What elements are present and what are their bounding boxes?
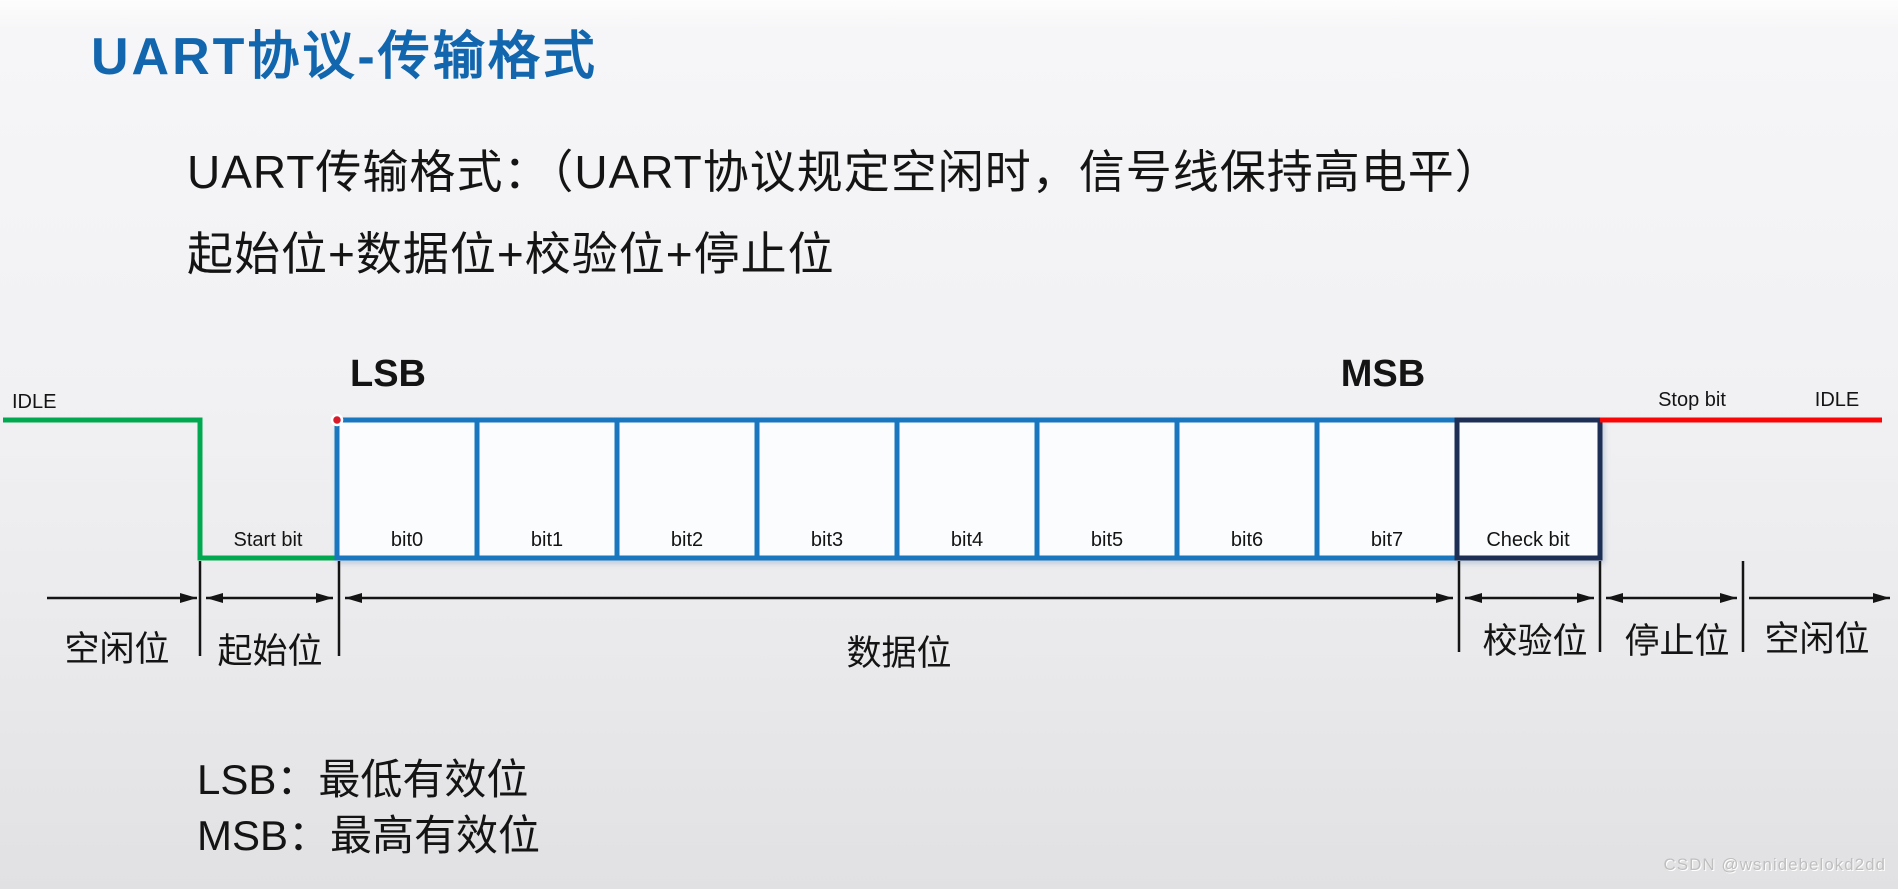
abbreviation-notes: LSB：最低有效位 MSB：最高有效位 [197, 752, 540, 864]
bit-label: bit5 [1091, 529, 1123, 551]
data-bit-box-5 [1034, 417, 1180, 561]
idle-start-signal-line [3, 417, 337, 561]
span-label-start: 起始位 [217, 632, 322, 671]
span-label-idle-right: 空闲位 [1764, 620, 1869, 659]
lsb-label: LSB [350, 353, 426, 395]
pointer-dot-marker [330, 413, 344, 427]
msb-label: MSB [1341, 353, 1425, 395]
frame-composition-text: 起始位+数据位+校验位+停止位 [187, 228, 835, 280]
idle-left-label: IDLE [12, 391, 56, 413]
data-bit-box-1 [474, 417, 620, 561]
uart-format-description: UART传输格式：（UART协议规定空闲时，信号线保持高电平） [187, 146, 1502, 198]
bit-label: bit3 [811, 529, 843, 551]
stop-bit-label: Stop bit [1658, 389, 1726, 411]
bit-label: bit6 [1231, 529, 1263, 551]
span-label-idle-left: 空闲位 [64, 630, 169, 669]
lsb-note: LSB：最低有效位 [197, 756, 529, 803]
span-label-data: 数据位 [846, 634, 951, 673]
check-bit-label: Check bit [1486, 529, 1570, 551]
idle-right-label: IDLE [1815, 389, 1859, 411]
data-bit-box-3 [754, 417, 900, 561]
bit-label: bit7 [1371, 529, 1403, 551]
bit-label: bit0 [391, 529, 423, 551]
data-bit-box-2 [614, 417, 760, 561]
csdn-watermark: CSDN @wsnidebelokd2dd [1663, 855, 1886, 874]
page-title: UART协议-传输格式 [91, 28, 598, 86]
bit-label: bit4 [951, 529, 983, 551]
start-bit-label: Start bit [234, 529, 303, 551]
span-label-stop: 停止位 [1624, 622, 1729, 661]
data-bit-box-7 [1314, 417, 1460, 561]
data-bit-box-6 [1174, 417, 1320, 561]
bit-label: bit1 [531, 529, 563, 551]
bit-label: bit2 [671, 529, 703, 551]
span-label-check: 校验位 [1482, 622, 1587, 661]
msb-note: MSB：最高有效位 [197, 812, 541, 859]
check-bit-box [1454, 417, 1603, 561]
data-bit-box-4 [894, 417, 1040, 561]
